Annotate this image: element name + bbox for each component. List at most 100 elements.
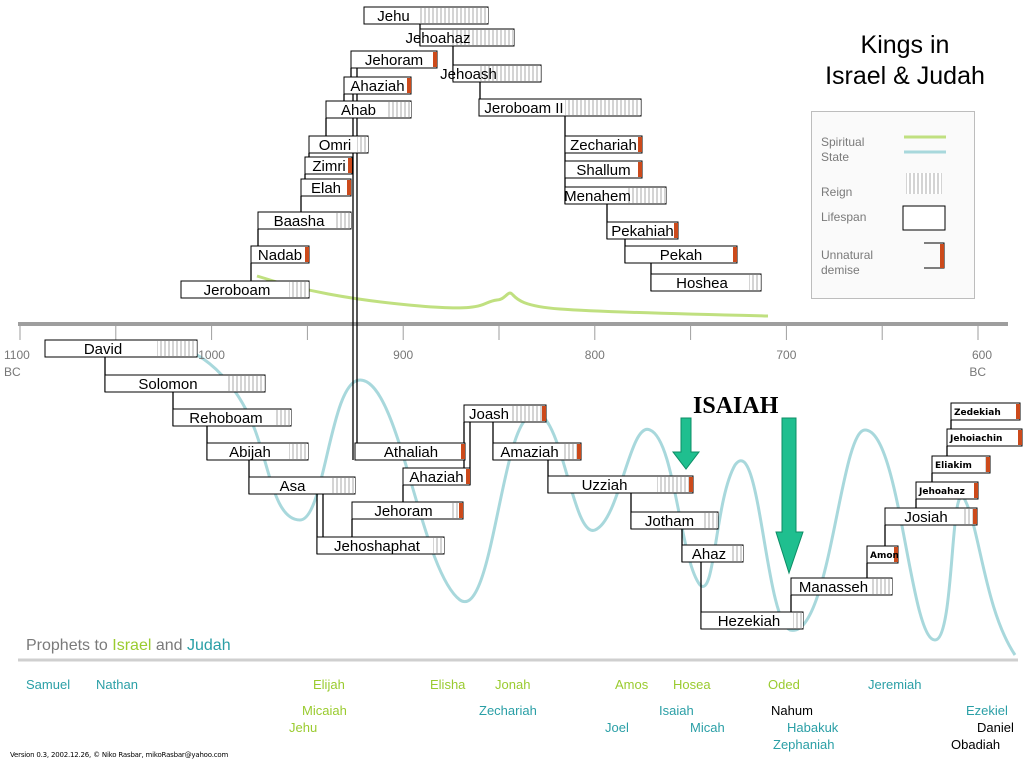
king-unnatural-demise-mark	[459, 503, 463, 518]
king-reign-fill	[565, 100, 641, 115]
israel-king-omri: Omri	[308, 135, 369, 154]
king-name-label: Jeroboam	[204, 282, 271, 299]
judah-king-asa: Asa	[248, 476, 356, 495]
judah-king-abijah: Abijah	[206, 442, 309, 461]
king-unnatural-demise-mark	[674, 223, 678, 238]
king-name-label: Zedekiah	[954, 408, 1001, 418]
king-unnatural-demise-mark	[407, 78, 411, 93]
prophet-isaiah: Isaiah	[659, 703, 694, 718]
prophets-header-and: and	[151, 637, 187, 654]
king-unnatural-demise-mark	[1016, 404, 1020, 419]
prophet-jonah: Jonah	[495, 677, 531, 692]
axis-tick-label-600: 600	[972, 348, 992, 362]
page-title: Kings in Israel & Judah	[800, 30, 1010, 92]
king-reign-fill	[227, 376, 265, 391]
prophet-nathan: Nathan	[96, 677, 138, 692]
israel-king-menahem: Menahem	[564, 186, 667, 205]
king-name-label: Amaziah	[500, 444, 558, 461]
king-name-label: Jehu	[377, 8, 410, 25]
judah-king-solomon: Solomon	[104, 374, 266, 393]
king-name-label: Jehoiachin	[949, 434, 1002, 444]
israel-king-nadab: Nadab	[250, 245, 310, 264]
king-name-label: Zimri	[312, 158, 345, 175]
spiritual-state-curves	[44, 274, 1017, 656]
israel-king-jehoahaz: Jehoahaz	[405, 28, 515, 47]
prophets-header-israel: Israel	[112, 637, 152, 654]
king-reign-fill	[387, 102, 411, 117]
prophet-micah: Micah	[690, 720, 725, 735]
legend-lifespan-label: Lifespan	[821, 210, 867, 224]
king-reign-fill	[626, 188, 666, 203]
israel-king-jehu: Jehu	[363, 6, 489, 25]
title-line-2: Israel & Judah	[825, 62, 985, 90]
king-unnatural-demise-mark	[974, 483, 978, 498]
israel-king-ahab: Ahab	[325, 100, 412, 119]
king-reign-fill	[275, 410, 291, 425]
king-name-label: Pekah	[660, 247, 703, 264]
king-name-label: Amon	[870, 551, 899, 561]
judah-king-eliakim: Eliakim	[931, 455, 991, 474]
king-name-label: Menahem	[564, 188, 631, 205]
king-unnatural-demise-mark	[638, 137, 642, 152]
judah-king-jehoram: Jehoram	[351, 501, 464, 520]
king-unnatural-demise-mark	[305, 247, 309, 262]
legend-spiritual-state-label: Spiritual State	[821, 135, 865, 164]
king-reign-fill	[704, 513, 718, 528]
prophet-obadiah: Obadiah	[951, 737, 1001, 752]
judah-king-josiah: Josiah	[884, 507, 978, 526]
king-name-label: Joash	[469, 406, 509, 423]
judah-king-ahaz: Ahaz	[681, 544, 744, 563]
judah-king-jotham: Jotham	[630, 511, 719, 530]
prophet-habakuk: Habakuk	[787, 720, 839, 735]
prophets-header: Prophets to Israel and Judah	[26, 637, 231, 655]
king-reign-fill	[289, 444, 308, 459]
prophet-amos: Amos	[615, 677, 649, 692]
prophet-zechariah: Zechariah	[479, 703, 537, 718]
prophet-oded: Oded	[768, 677, 800, 692]
prophets-header-prefix: Prophets to	[26, 637, 113, 654]
axis-tick-label-1000: 1000	[198, 348, 225, 362]
king-name-label: Omri	[319, 137, 352, 154]
israel-king-hoshea: Hoshea	[650, 273, 762, 292]
israel-king-zechariah: Zechariah	[564, 135, 643, 154]
prophet-joel: Joel	[605, 720, 629, 735]
isaiah-start-arrow	[671, 417, 701, 470]
legend-reign-swatch	[906, 173, 942, 194]
legend: Spiritual State Reign Lifespan Unnatural…	[811, 111, 975, 299]
king-unnatural-demise-mark	[461, 444, 465, 459]
king-unnatural-demise-mark	[542, 406, 546, 421]
king-name-label: Ahaziah	[350, 78, 404, 95]
israel-king-jehoram: Jehoram	[350, 50, 438, 69]
isaiah-annotation: ISAIAH	[693, 393, 779, 419]
king-name-label: Jotham	[645, 513, 694, 530]
axis-era-left: BC	[4, 365, 21, 379]
king-reign-fill	[357, 137, 368, 152]
king-reign-fill	[433, 538, 444, 553]
king-name-label: Josiah	[904, 509, 947, 526]
king-name-label: Baasha	[274, 213, 326, 230]
king-name-label: Uzziah	[582, 477, 628, 494]
king-unnatural-demise-mark	[577, 444, 581, 459]
title-line-1: Kings in	[860, 31, 950, 59]
king-name-label: Hezekiah	[718, 613, 781, 630]
version-note: Version 0.3, 2002.12.26, © Niko Rasbar, …	[10, 751, 229, 759]
king-name-label: Ahab	[341, 102, 376, 119]
king-reign-fill	[562, 444, 581, 459]
legend-unnatural-demise-label: Unnatural demise	[821, 248, 874, 277]
israel-king-jeroboam: Jeroboam	[180, 280, 310, 299]
king-name-label: Zechariah	[570, 137, 637, 154]
judah-king-hezekiah: Hezekiah	[700, 611, 804, 630]
legend-reign-label: Reign	[821, 185, 853, 199]
king-reign-fill	[732, 546, 743, 561]
king-reign-fill	[157, 341, 197, 356]
king-reign-fill	[749, 275, 761, 290]
prophet-elisha: Elisha	[430, 677, 466, 692]
judah-king-amaziah: Amaziah	[492, 442, 582, 461]
king-reign-fill	[657, 477, 693, 492]
king-unnatural-demise-mark	[733, 247, 737, 262]
prophet-micaiah: Micaiah	[302, 703, 347, 718]
king-name-label: Solomon	[138, 376, 197, 393]
king-unnatural-demise-mark	[1018, 430, 1022, 445]
